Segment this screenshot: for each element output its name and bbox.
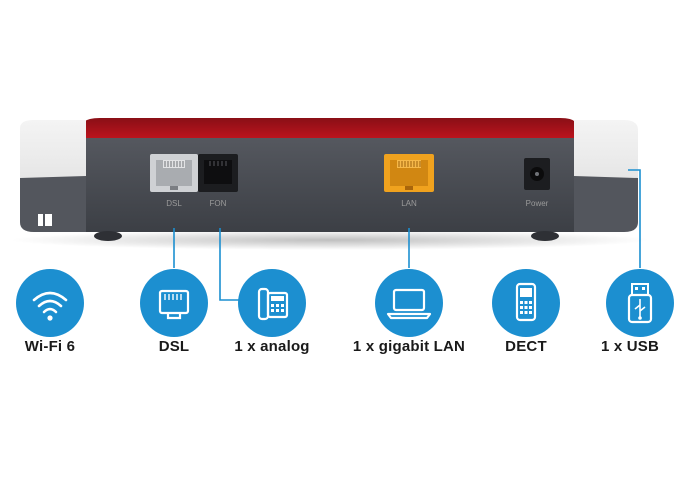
power-jack-label: Power [526, 199, 549, 208]
feature-label-wifi: Wi-Fi 6 [24, 338, 76, 355]
connector-lines [173, 169, 641, 301]
usb-icon [606, 269, 674, 337]
router-left-cap [20, 120, 86, 232]
fon-port [198, 154, 238, 192]
feature-label-gigabit-lan: 1 x gigabit LAN [352, 338, 466, 355]
router-foot-left [94, 231, 122, 241]
fon-port-label: FON [210, 199, 227, 208]
feature-label-usb: 1 x USB [600, 338, 660, 355]
wifi-icon [16, 269, 84, 337]
dsl-port-label: DSL [166, 199, 182, 208]
laptop-icon [375, 269, 443, 337]
feature-label-dect: DECT [505, 338, 547, 355]
router: DSL FON LAN Power [10, 118, 650, 250]
router-red-top [82, 118, 577, 140]
dect-phone-icon [492, 269, 560, 337]
dsl-port [150, 154, 198, 192]
feature-label-dsl: DSL [158, 338, 190, 355]
lan-port [384, 154, 434, 192]
router-right-cap [574, 120, 638, 232]
router-shadow [10, 230, 650, 250]
lan-port-label: LAN [401, 199, 417, 208]
feature-label-analog: 1 x analog [234, 338, 310, 355]
router-foot-right [531, 231, 559, 241]
power-jack [524, 158, 550, 190]
analog-connector-line [219, 228, 240, 301]
usb-connector-line [628, 169, 641, 268]
dsl-port-icon [140, 269, 208, 337]
analog-phone-icon [238, 269, 306, 337]
